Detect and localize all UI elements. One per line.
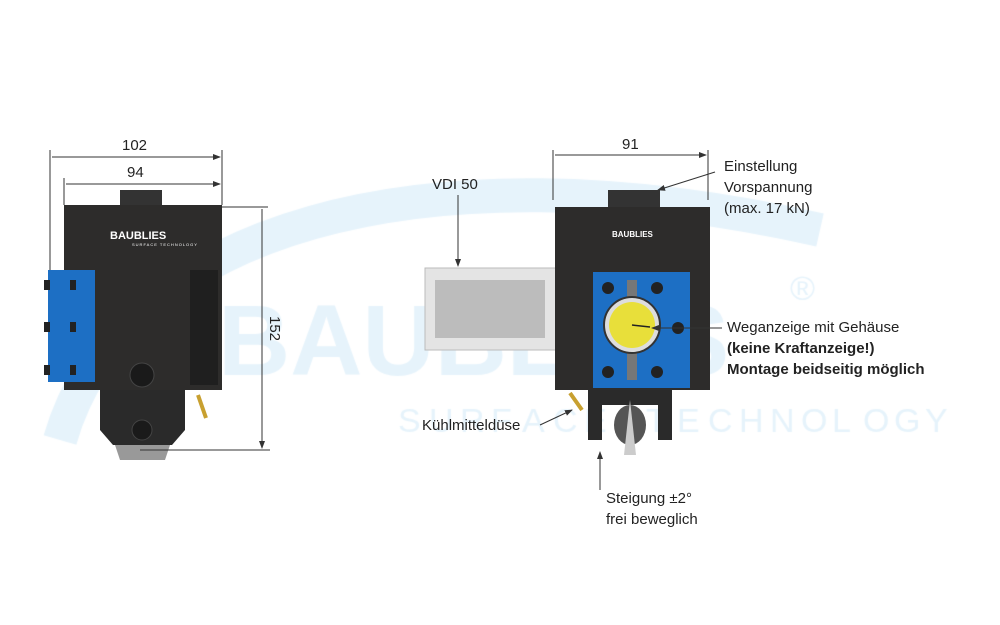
logo-front: BAUBLIES SURFACE TECHNOLOGY [110,230,198,247]
dimension-width-side: 91 [622,136,639,153]
dimension-width-outer: 102 [122,137,148,154]
label-pitch-line1: Steigung ±2° [606,490,692,507]
label-preload: Einstellung Vorspannung (max. 17 kN) [724,156,812,219]
label-pitch-line2: frei beweglich [606,511,698,528]
label-shank: VDI 50 [432,176,478,193]
dimension-width-inner: 94 [127,164,144,181]
label-pitch: Steigung ±2° frei beweglich [606,488,698,530]
label-preload-line1: Einstellung [724,158,798,175]
label-gauge: Weganzeige mit Gehäuse (keine Kraftanzei… [727,317,925,380]
logo-brand: BAUBLIES [110,230,167,242]
label-gauge-line1: Weganzeige mit Gehäuse [727,319,900,336]
label-gauge-line3: Montage beidseitig möglich [727,361,925,378]
label-coolant: Kühlmitteldüse [422,417,521,434]
front-view-tool [44,190,222,460]
logo-brand: BAUBLIES [612,230,653,239]
side-view-tool [424,190,710,455]
logo-tagline: SURFACE TECHNOLOGY [132,242,198,247]
logo-side: BAUBLIES [612,230,653,239]
label-preload-line2: Vorspannung [724,179,813,196]
dimension-height: 152 [266,315,284,342]
label-gauge-line2: (keine Kraftanzeige!) [727,340,875,357]
label-preload-line3: (max. 17 kN) [724,200,810,217]
